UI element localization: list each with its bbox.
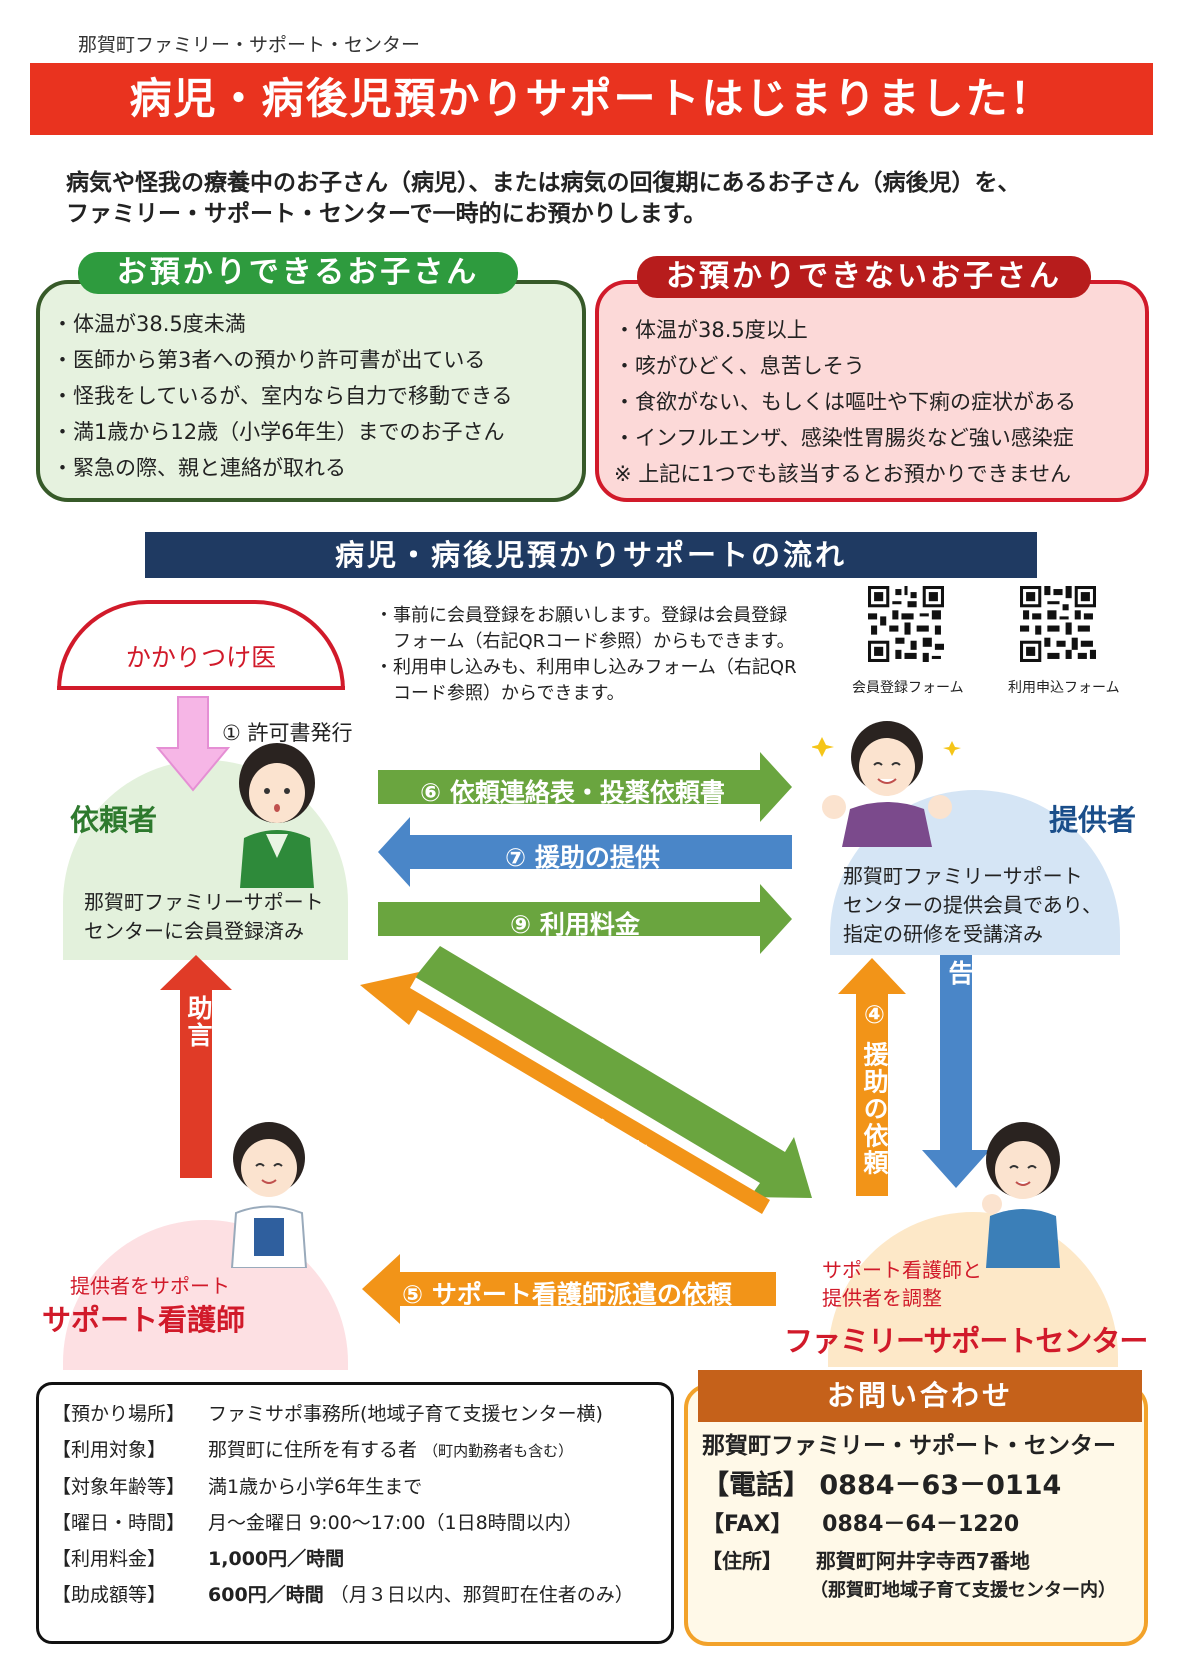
requester-illustration <box>239 743 315 888</box>
provider-description: 那賀町ファミリーサポート センターの提供会員であり、 指定の研修を受講済み <box>843 862 1102 949</box>
ineligible-item: ・咳がひどく、息苦しそう <box>614 354 865 378</box>
service-info-box <box>36 1382 674 1644</box>
contact-fax: 【FAX】 0884－64－1220 <box>702 1512 1020 1537</box>
eligible-item: ・緊急の際、親と連絡が取れる <box>52 456 346 480</box>
info-value: 満1歳から小学6年生まで <box>208 1476 423 1498</box>
support-nurse-illustration <box>230 1122 308 1268</box>
info-row: 【曜日・時間】 月～金曜日 9:00～17:00（1日8時間以内） <box>52 1505 634 1541</box>
info-key: 【預かり場所】 <box>52 1403 186 1425</box>
ineligible-item: ・インフルエンザ、感染性胃腸炎など強い感染症 <box>614 426 1074 450</box>
contact-org: 那賀町ファミリー・サポート・センター <box>702 1433 1116 1459</box>
center-staff-illustration <box>982 1122 1060 1268</box>
step-9-label: ⑨ 利用料金 <box>510 910 640 939</box>
info-row: 【利用料金】 1,000円／時間 <box>52 1541 634 1577</box>
requester-description: 那賀町ファミリーサポート センターに会員登録済み <box>84 888 324 946</box>
note-line: ・事前に会員登録をお願いします。登録は会員登録 <box>375 605 788 626</box>
info-row: 【対象年齢等】 満1歳から小学6年生まで <box>52 1469 634 1505</box>
provider-title: 提供者 <box>1049 803 1137 837</box>
ineligible-item: ・体温が38.5度以上 <box>614 318 808 342</box>
info-note: （町内勤務者も含む） <box>423 1442 574 1460</box>
step-8-label: ⑧ 緊急対応・助言 <box>184 995 249 1172</box>
info-key: 【曜日・時間】 <box>52 1512 186 1534</box>
application-form-qr-code[interactable] <box>1020 586 1096 662</box>
step-1-label: ① 許可書発行 <box>222 721 353 745</box>
center-subtitle: サポート看護師と 提供者を調整 <box>822 1256 982 1312</box>
contact-details: 那賀町ファミリー・サポート・センター 【電話】 0884－63－0114 【FA… <box>702 1426 1116 1604</box>
center-sub-line: 提供者を調整 <box>822 1286 942 1310</box>
contact-box <box>684 1384 1148 1646</box>
doctor-label: かかりつけ医 <box>125 643 277 672</box>
info-key: 【助成額等】 <box>52 1584 167 1606</box>
ineligible-list: ・体温が38.5度以上 ・咳がひどく、息苦しそう ・食欲がない、もしくは嘔吐や下… <box>614 312 1076 492</box>
note-line: フォーム（右記QRコード参照）からもできます。 <box>375 631 795 652</box>
organization-name: 那賀町ファミリー・サポート・センター <box>78 34 421 56</box>
info-row: 【助成額等】 600円／時間 （月３日以内、那賀町在住者のみ） <box>52 1577 634 1613</box>
requester-desc-line: センターに会員登録済み <box>84 919 304 943</box>
ineligible-note: ※ 上記に1つでも該当するとお預かりできません <box>614 462 1071 486</box>
member-registration-qr-code[interactable] <box>868 586 944 662</box>
qr-label-application: 利用申込フォーム <box>1008 680 1120 696</box>
note-line: ・利用申し込みも、利用申し込みフォーム（右記QR <box>375 657 797 678</box>
flow-title: 病児・病後児預かりサポートの流れ <box>145 532 1037 578</box>
eligible-title: お預かりできるお子さん <box>78 252 518 294</box>
eligible-item: ・体温が38.5度未満 <box>52 312 246 336</box>
info-key: 【利用料金】 <box>52 1548 167 1570</box>
step-10-label: ⑩ 預かりの報告 <box>945 960 1010 1137</box>
ineligible-box <box>595 280 1149 502</box>
service-info-list: 【預かり場所】 ファミサポ事務所(地域子育て支援センター横) 【利用対象】 那賀… <box>52 1396 634 1613</box>
center-sub-line: サポート看護師と <box>822 1258 982 1282</box>
eligible-item: ・医師から第3者への預かり許可書が出ている <box>52 348 486 372</box>
provider-illustration <box>812 721 961 847</box>
note-line: コード参照）からできます。 <box>375 683 625 704</box>
step-5-label: ⑤ サポート看護師派遣の依頼 <box>402 1280 732 1309</box>
nurse-title: サポート看護師 <box>42 1303 246 1337</box>
ineligible-title: お預かりできないお子さん <box>637 256 1091 298</box>
info-key: 【対象年齢等】 <box>52 1476 186 1498</box>
step-6-label: ⑥ 依頼連絡表・投薬依頼書 <box>420 778 725 807</box>
requester-desc-line: 那賀町ファミリーサポート <box>84 890 324 914</box>
step-7-label: ⑦ 援助の提供 <box>505 843 660 872</box>
intro-text: 病気や怪我の療養中のお子さん（病児）、または病気の回復期にあるお子さん（病後児）… <box>66 168 1126 230</box>
qr-label-registration: 会員登録フォーム <box>852 680 964 696</box>
contact-address-note: （那賀町地域子育て支援センター内） <box>810 1580 1116 1601</box>
info-value: 600円／時間 <box>208 1584 324 1606</box>
intro-line-2: ファミリー・サポート・センターで一時的にお預かりします。 <box>66 201 707 227</box>
doctor-box-base <box>57 686 345 690</box>
registration-notes: ・事前に会員登録をお願いします。登録は会員登録 フォーム（右記QRコード参照）か… <box>375 603 797 707</box>
page-title: 病児・病後児預かりサポートはじまりました！ <box>30 63 1153 135</box>
requester-title: 依頼者 <box>70 803 158 837</box>
contact-address: 【住所】 那賀町阿井字寺西7番地 <box>702 1549 1030 1573</box>
info-row: 【預かり場所】 ファミサポ事務所(地域子育て支援センター横) <box>52 1396 634 1432</box>
intro-line-1: 病気や怪我の療養中のお子さん（病児）、または病気の回復期にあるお子さん（病後児）… <box>66 170 1021 196</box>
provider-desc-line: 指定の研修を受講済み <box>843 922 1043 946</box>
info-key: 【利用対象】 <box>52 1439 167 1461</box>
eligible-item: ・怪我をしているが、室内なら自力で移動できる <box>52 384 513 408</box>
info-value: 月～金曜日 9:00～17:00（1日8時間以内） <box>208 1512 583 1534</box>
info-note: （月３日以内、那賀町在住者のみ） <box>329 1584 634 1606</box>
contact-title: お問い合わせ <box>698 1370 1142 1422</box>
provider-desc-line: 那賀町ファミリーサポート <box>843 864 1083 888</box>
info-row: 【利用対象】 那賀町に住所を有する者 （町内勤務者も含む） <box>52 1432 634 1469</box>
info-value: ファミサポ事務所(地域子育て支援センター横) <box>208 1403 603 1425</box>
center-title: ファミリーサポートセンター <box>784 1324 1148 1358</box>
info-value: 那賀町に住所を有する者 <box>208 1439 418 1461</box>
ineligible-item: ・食欲がない、もしくは嘔吐や下痢の症状がある <box>614 390 1076 414</box>
step-4-label: ④ 援助の依頼 <box>860 1000 889 1177</box>
eligible-item: ・満1歳から12歳（小学6年生）までのお子さん <box>52 420 505 444</box>
contact-phone[interactable]: 【電話】 0884－63－0114 <box>702 1470 1062 1501</box>
info-value: 1,000円／時間 <box>208 1548 345 1570</box>
provider-desc-line: センターの提供会員であり、 <box>843 893 1102 917</box>
eligible-list: ・体温が38.5度未満 ・医師から第3者への預かり許可書が出ている ・怪我をして… <box>52 306 513 486</box>
nurse-subtitle: 提供者をサポート <box>70 1274 230 1298</box>
